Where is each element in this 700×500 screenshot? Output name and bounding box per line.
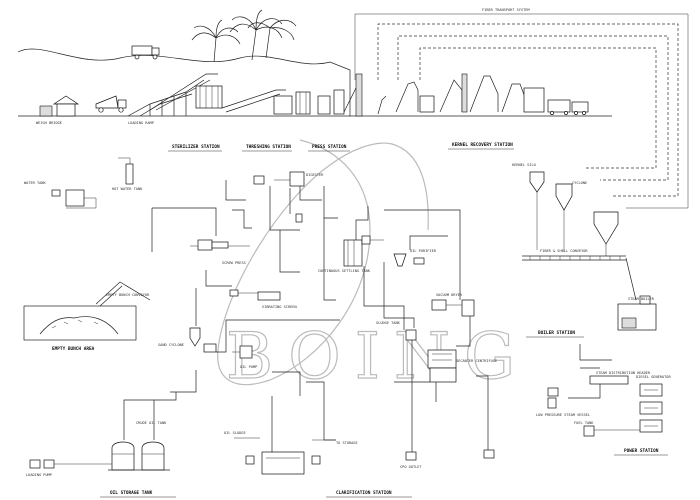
steam-boiler: STEAM BOILER [617, 295, 657, 331]
hot-water-tank: HOT WATER TANK [112, 157, 143, 191]
truck-icon [131, 45, 160, 60]
sand-cyclone: SAND CYCLONE [158, 327, 217, 353]
sludge-tank-label: SLUDGE TANK [376, 321, 401, 325]
palm-tree-icon [247, 19, 297, 59]
centrifuge-label: DECANTER CENTRIFUGE [456, 359, 497, 363]
fiber-transport-label: FIBER TRANSPORT SYSTEM [482, 8, 530, 12]
screw-press: SCREW PRESS [190, 239, 250, 265]
kernel-silo: KERNEL SILO [512, 163, 545, 250]
weighbridge-label: WEIGH BRIDGE [36, 121, 62, 125]
threshing-station-label: THRESHING STATION [246, 144, 291, 150]
process-piping [151, 180, 489, 452]
fiber-conveyor-label: FIBER & SHELL CONVEYOR [540, 249, 588, 253]
digester-label: DIGESTER [306, 173, 324, 177]
clarifier-label: CONTINUOUS SETTLING TANK [318, 269, 371, 273]
fuel-tank: FUEL TANK [574, 421, 640, 437]
watermark: BOING [217, 139, 529, 395]
threshing-equipment [273, 91, 311, 115]
efb-area-label: EMPTY BUNCH AREA [52, 346, 95, 352]
kernel-recovery-equipment [377, 73, 589, 115]
diesel-generator: DIESEL GENERATOR [636, 375, 671, 433]
empty-bunch-area: EMPTY BUNCH AREA [23, 305, 137, 352]
efb-conveyor-label: EMPTY BUNCH CONVEYOR [106, 293, 150, 297]
water-tank-label: WATER TANK [24, 181, 46, 185]
continuous-settling-tank: CONTINUOUS SETTLING TANK [318, 235, 384, 273]
weighbridge-icon: WEIGH BRIDGE [36, 95, 80, 125]
clarification-label: CLARIFICATION STATION [336, 490, 392, 496]
digester-unit: DIGESTER [253, 171, 324, 223]
kernel-silo-label: KERNEL SILO [512, 163, 536, 167]
vibrating-screen-label: VIBRATING SCREEN [262, 305, 297, 309]
cyclone-label: CYCLONE [572, 181, 587, 185]
sludge-tank: SLUDGE TANK [376, 321, 417, 341]
palm-tree-icon [229, 9, 283, 61]
loading-pump-label: LOADING PUMP [26, 473, 52, 477]
loading-ramp-label: LOADING RAMP [128, 121, 154, 125]
palm-tree-icon [191, 19, 241, 63]
ground-line [17, 48, 612, 117]
loading-ramp: LOADING RAMP [127, 79, 205, 125]
crude-oil-tank-label: CRUDE OIL TANK [136, 421, 167, 425]
boiler-station-label: BOILER STATION [538, 330, 575, 336]
steam-header-label: STEAM DISTRIBUTION HEADER [596, 371, 651, 375]
cpo-outlet-label: CPO OUTLET [400, 465, 422, 469]
oil-storage-label: OIL STORAGE TANK [110, 490, 153, 496]
fiber-transport-loop: FIBER TRANSPORT SYSTEM [354, 8, 689, 209]
sterilizer-station-equipment [149, 73, 286, 113]
oil-sludge-label: OIL SLUDGE [224, 431, 246, 435]
oil-pump: OIL PUMP [232, 345, 257, 369]
fuel-tank-label: FUEL TANK [574, 421, 594, 425]
dump-truck-icon [95, 95, 127, 113]
kernel-recovery-label: KERNEL RECOVERY STATION [452, 142, 513, 148]
clarification-tank: OIL SLUDGE TO STORAGE [224, 431, 358, 475]
low-pressure-label: LOW PRESSURE STEAM VESSEL [536, 413, 590, 417]
screw-press-label: SCREW PRESS [222, 261, 246, 265]
steam-distribution: STEAM DISTRIBUTION HEADER LOW PRESSURE S… [536, 344, 651, 417]
oil-purifier-label: OIL PURIFIER [410, 249, 437, 253]
press-equipment [317, 73, 363, 117]
watermark-text: BOING [226, 320, 529, 394]
vacuum-dryer: VACUUM DRYER [431, 293, 475, 317]
water-tank: WATER TANK [24, 181, 97, 209]
oil-pump-label: OIL PUMP [240, 365, 257, 369]
to-storage-label: TO STORAGE [336, 441, 358, 445]
hot-water-tank-label: HOT WATER TANK [112, 187, 143, 191]
cyclone-unit: CYCLONE [555, 181, 587, 252]
vacuum-dryer-label: VACUUM DRYER [436, 293, 463, 297]
press-station-label: PRESS STATION [312, 144, 347, 150]
loading-pumps: LOADING PUMP [26, 459, 112, 477]
oil-purifier: OIL PURIFIER [393, 249, 437, 267]
vibrating-screen: VIBRATING SCREEN [229, 289, 297, 309]
fiber-shell-conveyor: FIBER & SHELL CONVEYOR [522, 249, 637, 301]
oil-storage-tanks: CRUDE OIL TANK [108, 399, 170, 471]
sterilizer-station-label: STERILIZER STATION [172, 144, 220, 150]
empty-bunch-conveyor: EMPTY BUNCH CONVEYOR [95, 281, 151, 307]
cyclone-unit-large [593, 211, 619, 256]
diesel-gen-label: DIESEL GENERATOR [636, 375, 671, 379]
steam-boiler-label: STEAM BOILER [628, 297, 655, 301]
power-station-label: POWER STATION [624, 448, 659, 454]
decanter-centrifuge: DECANTER CENTRIFUGE [427, 349, 497, 383]
cpo-outlet: CPO OUTLET [400, 449, 495, 469]
sand-cyclone-label: SAND CYCLONE [158, 343, 184, 347]
